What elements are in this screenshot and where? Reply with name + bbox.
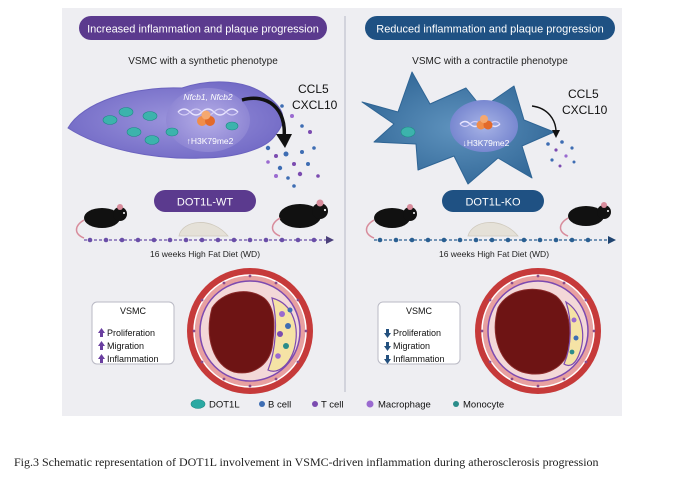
up-arrow-icon	[98, 354, 105, 363]
right-diet-label: 16 weeks High Fat Diet (WD)	[439, 249, 549, 259]
figure-caption: Fig.3 Schematic representation of DOT1L …	[14, 455, 599, 469]
timeline-markers	[87, 237, 317, 243]
left-histone-mark: ↑H3K79me2	[187, 136, 234, 146]
right-group-pill	[442, 190, 544, 212]
arrowhead-icon	[552, 130, 560, 138]
artery-lumen	[208, 291, 275, 374]
plaque-immune-cells	[569, 317, 579, 355]
legend: DOT1L B cell T cell Macrophage Monocyte	[190, 399, 504, 411]
right-effects-title: VSMC	[406, 306, 433, 316]
down-arrow-icon	[384, 329, 391, 338]
left-panel: Increased inflammation and plaque progre…	[67, 16, 338, 394]
left-cytokine-ccl5: CCL5	[298, 82, 329, 96]
timeline-markers	[377, 237, 591, 243]
right-effect-label: Inflammation	[393, 354, 445, 364]
vessel-wall-dots	[192, 274, 308, 388]
artery-lumen	[494, 288, 571, 375]
legend-item-dot1l: DOT1L	[190, 399, 240, 411]
legend-label: B cell	[268, 400, 291, 411]
left-cytokine-cxcl10: CXCL10	[292, 98, 338, 112]
mouse-icon	[75, 204, 127, 239]
high-fat-diet-food-icon	[467, 222, 519, 237]
mouse-icon	[271, 199, 328, 237]
legend-item-t-cell: T cell	[312, 400, 344, 411]
left-group-label: DOT1L-WT	[177, 197, 234, 209]
dot1l-protein-icon	[102, 115, 118, 125]
timeline-arrowhead-icon	[608, 236, 616, 244]
dot1l-protein-icon	[400, 126, 416, 138]
legend-item-monocyte: Monocyte	[453, 400, 504, 411]
macrophage-icon	[366, 400, 374, 408]
right-effect-label: Migration	[393, 341, 430, 351]
right-banner-text: Reduced inflammation and plaque progress…	[376, 24, 603, 36]
vessel-wall-dots	[480, 274, 596, 388]
left-effects-title: VSMC	[120, 306, 147, 316]
right-group-label: DOT1L-KO	[465, 197, 520, 209]
dot1l-cytoplasm-proteins	[102, 107, 239, 145]
b-cell-icon	[259, 401, 265, 407]
arrowhead-icon	[276, 134, 292, 148]
dna-strand-icon	[177, 108, 239, 116]
right-effect-row: Inflammation	[384, 354, 445, 364]
right-panel: Reduced inflammation and plaque progress…	[361, 16, 616, 394]
up-arrow-icon	[98, 328, 105, 337]
right-cytokine-cxcl10: CXCL10	[562, 103, 608, 117]
dot1l-protein-icon	[142, 111, 158, 121]
cytokine-particles	[265, 104, 320, 188]
dot1l-protein-icon	[165, 127, 179, 137]
schematic-figure: Increased inflammation and plaque progre…	[62, 8, 622, 416]
left-diet-label: 16 weeks High Fat Diet (WD)	[150, 249, 260, 259]
left-phenotype: VSMC with a synthetic phenotype	[128, 56, 278, 67]
left-banner	[79, 16, 327, 40]
dot1l-protein-icon	[118, 107, 134, 117]
right-effects-box	[377, 301, 461, 365]
down-arrow-icon	[384, 342, 391, 351]
up-arrow-icon	[98, 341, 105, 350]
dot1l-protein-icon	[144, 135, 160, 145]
legend-label: Monocyte	[463, 400, 504, 411]
dot1l-protein-icon	[225, 121, 239, 131]
artery-cross-section	[187, 268, 313, 394]
left-group-pill	[154, 190, 256, 212]
legend-label: T cell	[321, 400, 344, 411]
left-effect-row: Inflammation	[98, 354, 159, 364]
artery-cross-section	[475, 268, 601, 394]
mouse-icon	[559, 202, 611, 237]
right-cytokine-ccl5: CCL5	[568, 87, 599, 101]
cytokine-particles	[546, 140, 576, 168]
right-effect-row: Migration	[384, 341, 430, 351]
timeline-arrowhead-icon	[326, 236, 334, 244]
right-histone-mark: ↓H3K79me2	[463, 138, 510, 148]
left-effect-label: Migration	[107, 341, 144, 351]
left-effects-box	[91, 301, 175, 365]
down-arrow-icon	[384, 355, 391, 364]
left-gene-label: Nfcb1, Nfcb2	[183, 92, 232, 102]
right-effect-row: Proliferation	[384, 328, 441, 338]
secretion-arrow-icon	[531, 105, 557, 133]
secretion-arrow-icon	[241, 96, 286, 139]
left-banner-text: Increased inflammation and plaque progre…	[87, 24, 319, 36]
legend-item-b-cell: B cell	[259, 400, 291, 411]
high-fat-diet-food-icon	[178, 222, 229, 237]
right-effect-label: Proliferation	[393, 328, 441, 338]
legend-item-macrophage: Macrophage	[366, 400, 431, 411]
left-effect-row: Proliferation	[98, 328, 155, 338]
right-phenotype: VSMC with a contractile phenotype	[412, 56, 568, 67]
left-effect-label: Inflammation	[107, 354, 159, 364]
mouse-icon	[365, 204, 417, 239]
dot1l-protein-icon	[190, 399, 206, 409]
atherosclerotic-plaque	[563, 300, 584, 367]
legend-label: Macrophage	[378, 400, 431, 411]
t-cell-icon	[312, 401, 318, 407]
left-effect-label: Proliferation	[107, 328, 155, 338]
nucleosome-icon	[476, 115, 493, 130]
right-banner	[365, 16, 615, 40]
plaque-immune-cells	[275, 307, 293, 359]
left-effect-row: Migration	[98, 341, 144, 351]
monocyte-icon	[453, 401, 459, 407]
nucleosome-icon	[197, 110, 215, 126]
legend-label: DOT1L	[209, 400, 240, 411]
dot1l-protein-icon	[126, 127, 142, 137]
